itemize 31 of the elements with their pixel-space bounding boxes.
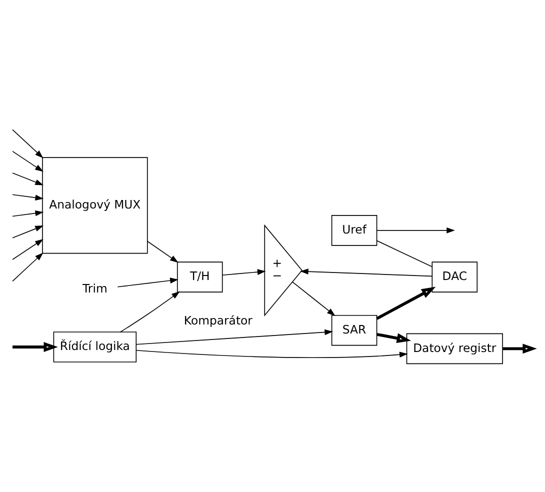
arrow [502,343,537,354]
node-box: SAR [331,314,378,346]
arrow [12,150,44,172]
arrow [12,225,44,238]
node-box: Datový registr [406,332,503,364]
arrow [376,286,436,320]
arrow [120,290,180,332]
node-box: DAC [432,261,478,292]
arrow [12,194,44,200]
arrow [136,328,334,344]
node-box: Analogový MUX [42,156,148,254]
node-box: Řídící logika [53,331,137,362]
arrow [12,128,44,158]
node-label: Komparátor [184,312,252,327]
arrow [146,240,178,262]
connector [376,240,432,267]
node-box: Uref [331,214,378,246]
arrow [136,349,408,358]
arrow [12,210,44,216]
node-text: Trim [82,281,108,296]
arrow [12,238,44,260]
arrow [376,226,455,233]
arrow [12,342,58,352]
node-box: T/H [176,261,223,292]
arrow [222,268,266,276]
arrow [12,172,44,185]
arrow [376,332,412,343]
arrow [292,281,336,316]
arrow [117,277,178,287]
arrow [300,268,432,276]
arrow [12,252,44,282]
